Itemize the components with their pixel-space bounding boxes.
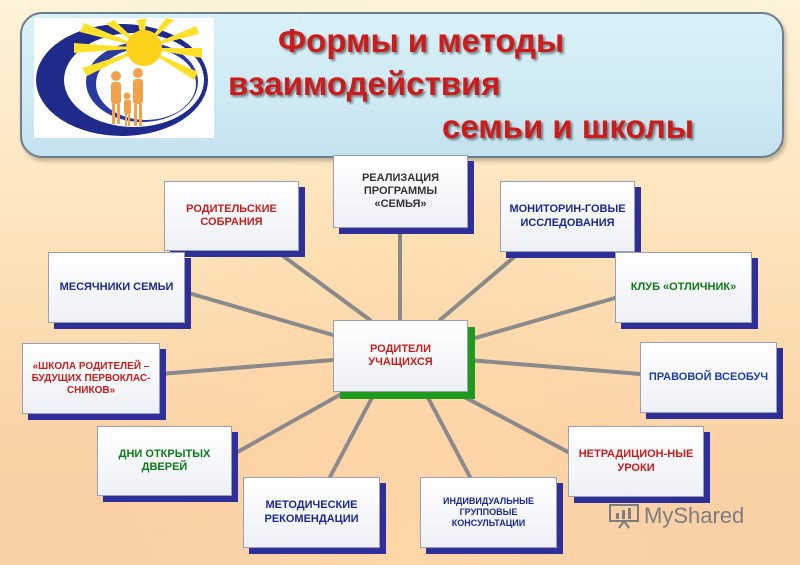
connector-pravovoy xyxy=(466,358,642,376)
node-realizatsiya-label: РЕАЛИЗАЦИЯ ПРОГРАММЫ «СЕМЬЯ» xyxy=(361,171,440,211)
logo-icon xyxy=(36,18,208,136)
center-node-roditeli: РОДИТЕЛИ УЧАЩИХСЯ xyxy=(333,320,468,392)
node-realizatsiya: РЕАЛИЗАЦИЯ ПРОГРАММЫ «СЕМЬЯ» xyxy=(333,155,468,228)
title-line-1: Формы и методы xyxy=(278,22,565,59)
node-netraditsionnye-label: НЕТРАДИЦИОН-НЫЕ УРОКИ xyxy=(578,448,694,474)
node-roditelskie: РОДИТЕЛЬСКИЕ СОБРАНИЯ xyxy=(164,181,299,251)
node-dni-label: ДНИ ОТКРЫТЫХ ДВЕРЕЙ xyxy=(118,447,211,473)
node-klub-label: КЛУБ «ОТЛИЧНИК» xyxy=(630,280,737,293)
node-monitoring-label: МОНИТОРИН-ГОВЫЕ ИССЛЕДОВАНИЯ xyxy=(509,203,626,229)
node-pravovoy: ПРАВОВОЙ ВСЕОБУЧ xyxy=(640,342,777,413)
connector-monitoring xyxy=(438,250,522,322)
connector-dni xyxy=(230,390,347,457)
connector-mesyachniki xyxy=(183,290,335,337)
node-mesyachniki: МЕСЯЧНИКИ СЕМЬИ xyxy=(48,252,185,323)
connector-individualnye xyxy=(423,390,472,479)
connector-metodicheskie xyxy=(328,390,377,479)
node-individualnye-label: ИНДИВИДУАЛЬНЫЕ ГРУППОВЫЕ КОНСУЛЬТАЦИИ xyxy=(443,496,534,528)
watermark-text: MyShared xyxy=(644,503,745,528)
watermark: MyShared xyxy=(608,503,744,529)
node-mesyachniki-label: МЕСЯЧНИКИ СЕМЬИ xyxy=(59,280,174,293)
node-metodicheskie: МЕТОДИЧЕСКИЕ РЕКОМЕНДАЦИИ xyxy=(243,477,380,548)
node-dni: ДНИ ОТКРЫТЫХ ДВЕРЕЙ xyxy=(97,426,232,496)
node-monitoring: МОНИТОРИН-ГОВЫЕ ИССЛЕДОВАНИЯ xyxy=(500,181,635,252)
title-line-2: взаимодействия xyxy=(228,65,501,102)
node-individualnye: ИНДИВИДУАЛЬНЫЕ ГРУППОВЫЕ КОНСУЛЬТАЦИИ xyxy=(420,477,557,548)
node-klub: КЛУБ «ОТЛИЧНИК» xyxy=(615,252,752,323)
connector-roditelskie xyxy=(273,248,372,322)
presentation-icon xyxy=(609,504,639,529)
node-roditelskie-label: РОДИТЕЛЬСКИЕ СОБРАНИЯ xyxy=(186,202,277,228)
node-metodicheskie-label: МЕТОДИЧЕСКИЕ РЕКОМЕНДАЦИИ xyxy=(264,499,359,525)
node-shkola: «ШКОЛА РОДИТЕЛЕЙ – БУДУЩИХ ПЕРВОКЛАС- СН… xyxy=(22,343,160,414)
connector-netraditsionnye xyxy=(453,390,570,454)
node-shkola-label: «ШКОЛА РОДИТЕЛЕЙ – БУДУЩИХ ПЕРВОКЛАС- СН… xyxy=(31,360,151,396)
title-line-3: семьи и школы xyxy=(442,108,694,145)
connector-klub xyxy=(466,296,617,342)
node-netraditsionnye: НЕТРАДИЦИОН-НЫЕ УРОКИ xyxy=(568,426,704,497)
connector-shkola xyxy=(158,358,335,376)
node-pravovoy-label: ПРАВОВОЙ ВСЕОБУЧ xyxy=(648,370,769,383)
family-sun-logo xyxy=(34,18,214,138)
center-node-label: РОДИТЕЛИ УЧАЩИХСЯ xyxy=(368,342,433,368)
